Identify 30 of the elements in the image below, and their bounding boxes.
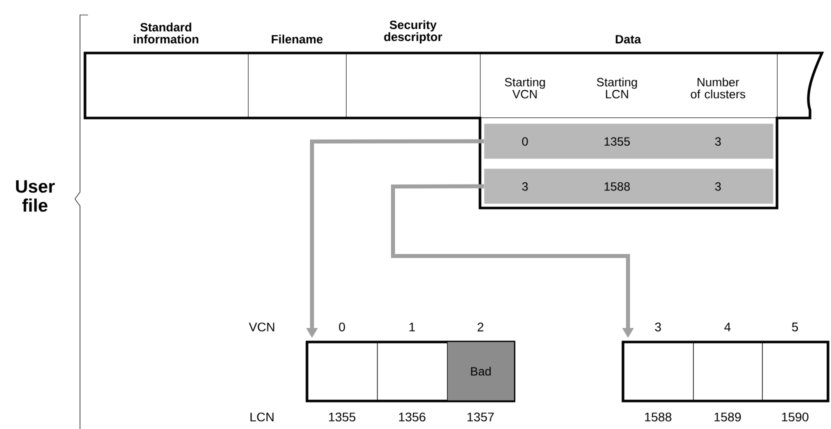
cluster-number: 1357 <box>468 412 494 422</box>
node-label: Security descriptor <box>384 20 442 44</box>
cluster-number: 2 <box>478 322 484 332</box>
cluster-number: 1 <box>409 322 415 332</box>
cluster-box <box>693 341 763 401</box>
label: VCN <box>248 322 274 332</box>
record-field: Security descriptor <box>346 20 480 118</box>
run-row: 0 1355 3 <box>484 124 774 159</box>
cluster-box <box>307 341 378 401</box>
cluster-number: 1355 <box>329 412 356 422</box>
run-row: 3 1588 3 <box>484 168 774 204</box>
cluster-number: 1590 <box>782 412 808 422</box>
cluster-number: 1356 <box>399 412 426 422</box>
record-field: Filename <box>248 34 346 118</box>
cluster-number: 0 <box>339 322 345 332</box>
cluster-number: 5 <box>792 322 798 332</box>
label: User file <box>16 180 55 212</box>
cluster-box <box>762 341 829 401</box>
cluster-number: 4 <box>724 322 731 332</box>
record-field: Data Starting VCN Starting LCN Number of clusters <box>480 35 778 118</box>
label: LCN <box>250 412 274 422</box>
node-label: Standard information <box>134 22 198 44</box>
cluster-box: Bad <box>447 341 515 401</box>
cluster-box <box>623 341 694 401</box>
cluster-number: 3 <box>655 322 661 332</box>
cluster-number: 1588 <box>645 412 672 422</box>
record-field: Standard information <box>85 22 248 118</box>
node-label: Data <box>616 35 642 44</box>
node-label: Filename <box>272 34 323 44</box>
cluster-number: 1589 <box>714 412 741 422</box>
